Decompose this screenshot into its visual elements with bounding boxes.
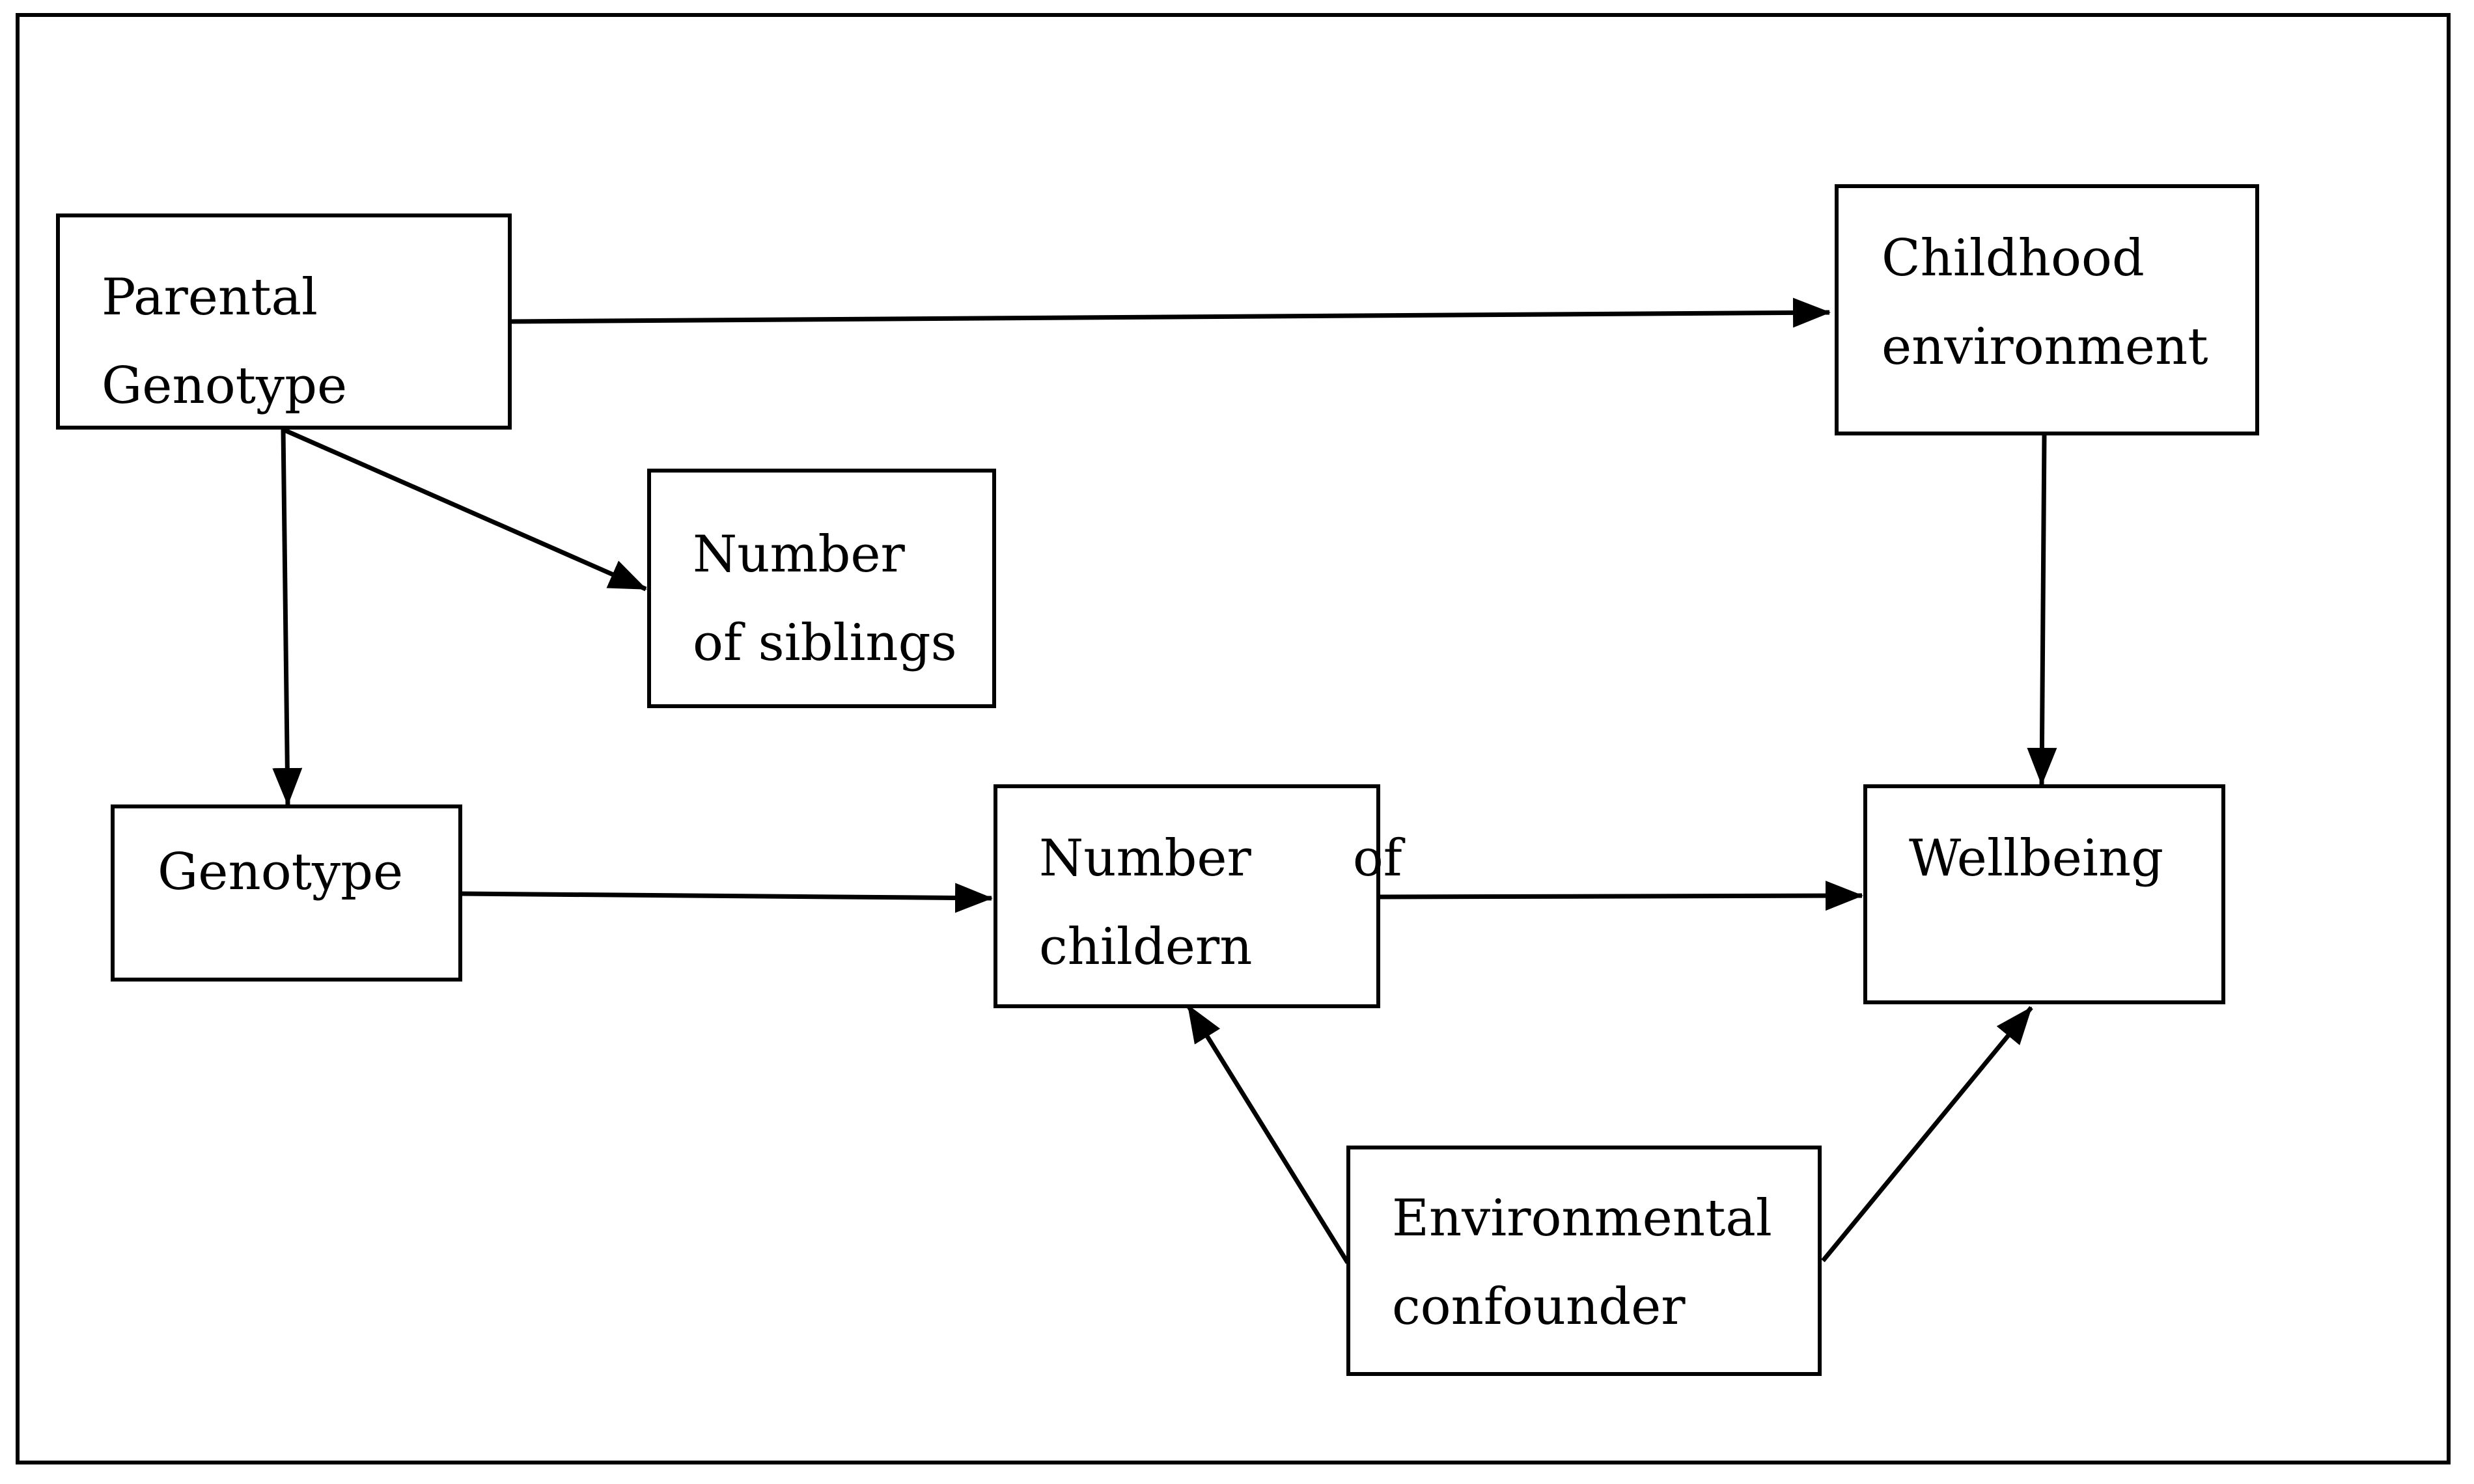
node-label-line: Environmental	[1392, 1189, 1772, 1248]
node-label-line: Number of	[1039, 829, 1402, 888]
edge-parental-genotype-to-childhood-environment	[508, 297, 1831, 328]
node-number-of-siblings: Number of siblings	[647, 469, 996, 708]
node-label-line: Childhood	[1882, 229, 2145, 288]
node-parental-genotype: Parental Genotype	[56, 213, 512, 430]
node-label-line: Genotype	[158, 843, 404, 901]
node-label-line: confounder	[1392, 1278, 1686, 1336]
edge-parental-genotype-to-number-of-siblings	[282, 427, 647, 592]
node-label-line: Genotype	[102, 357, 348, 415]
edge-environmental-confounder-to-wellbeing	[1821, 1006, 2033, 1263]
edge-childhood-environment-to-wellbeing	[2027, 434, 2057, 786]
diagram-frame	[16, 13, 2451, 1464]
node-environmental-confounder: Environmental confounder	[1346, 1146, 1822, 1376]
edge-number-of-children-to-wellbeing	[1378, 881, 1863, 911]
node-number-of-children: Number of childern	[994, 784, 1402, 1008]
node-label-line: environment	[1882, 318, 2208, 376]
node-label-line: childern	[1039, 918, 1253, 976]
node-genotype: Genotype	[111, 804, 462, 982]
edge-environmental-confounder-to-number-of-children	[1186, 1004, 1350, 1264]
node-label-line: Number	[693, 525, 905, 584]
node-label-line: of siblings	[693, 614, 957, 672]
edge-genotype-to-number-of-children	[460, 883, 993, 913]
edge-parental-genotype-to-genotype	[272, 429, 303, 806]
node-label-line: Parental	[102, 268, 318, 327]
node-label-line: Wellbeing	[1909, 829, 2164, 888]
node-wellbeing: Wellbeing	[1863, 784, 2225, 1004]
node-childhood-environment: Childhood environment	[1835, 184, 2259, 435]
